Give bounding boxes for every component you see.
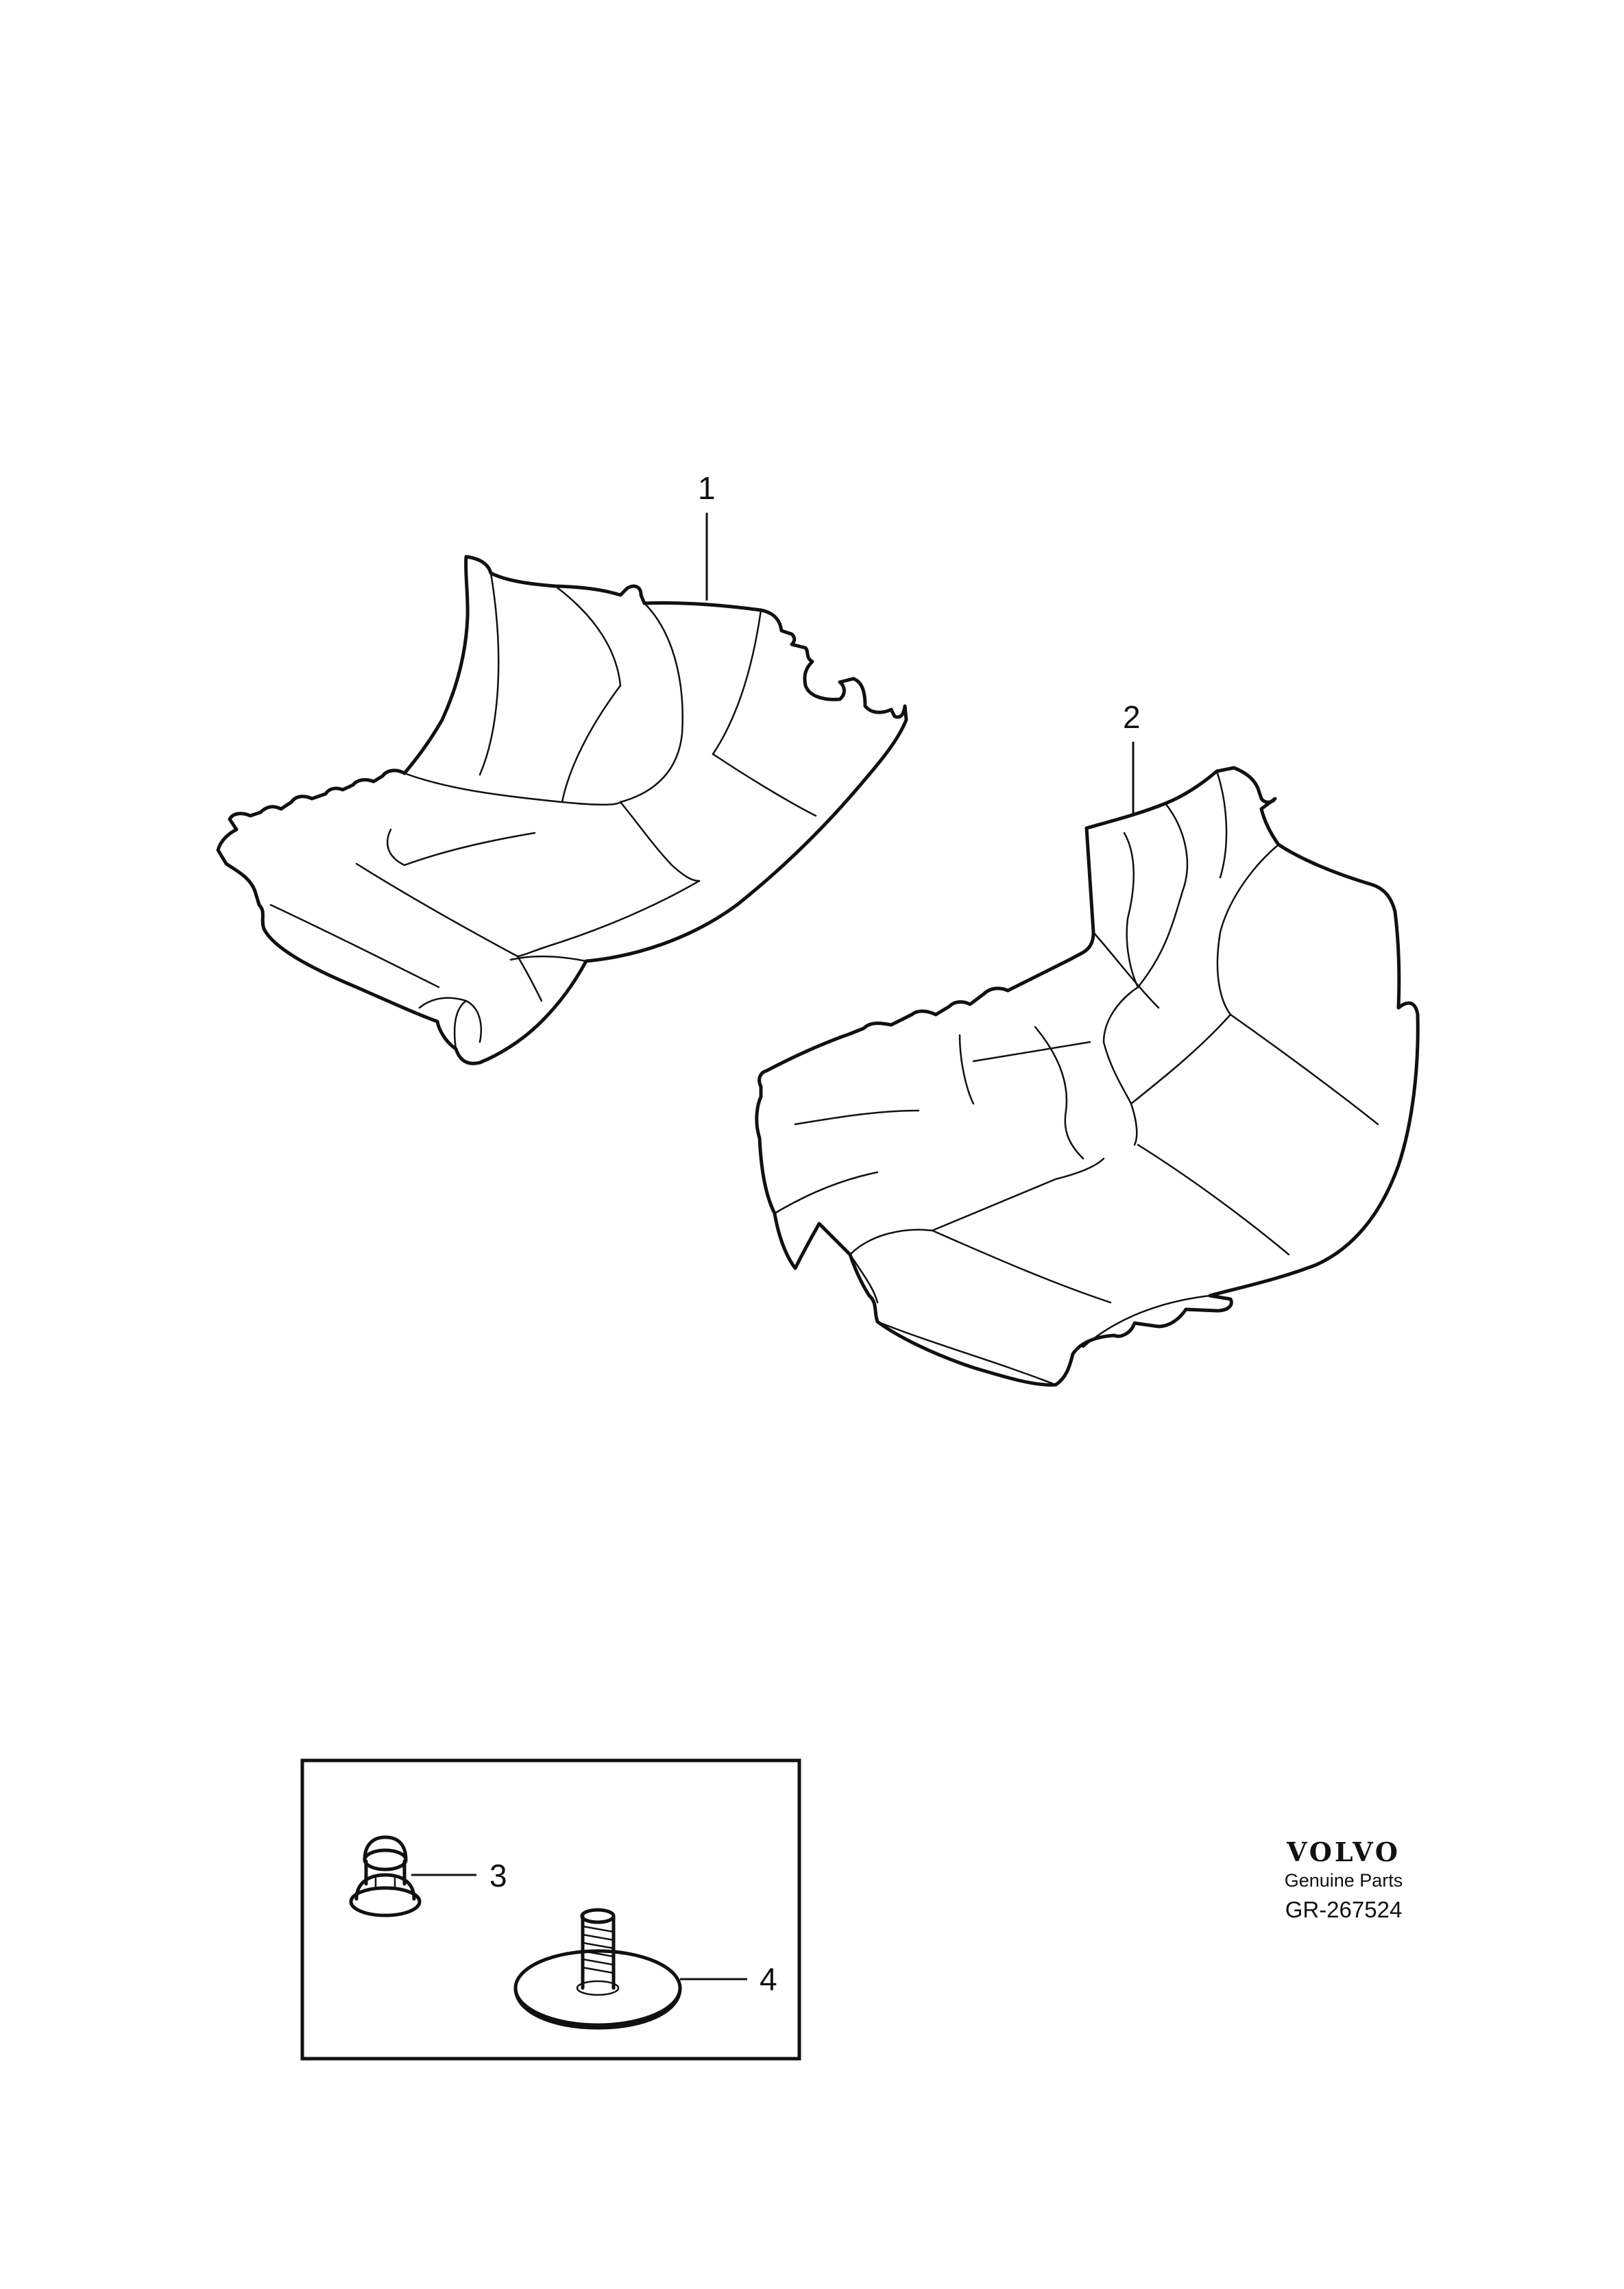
brand-logo: VOLVO bbox=[1286, 1837, 1401, 1867]
threaded-stud-icon bbox=[513, 1908, 682, 2030]
callout-4: 4 bbox=[760, 1961, 777, 1997]
front-floor-mat-icon bbox=[216, 555, 908, 1065]
rear-floor-mat-icon bbox=[755, 766, 1420, 1387]
brand-subtitle: Genuine Parts bbox=[1284, 1870, 1403, 1891]
callout-2: 2 bbox=[1123, 699, 1141, 735]
callout-3: 3 bbox=[489, 1858, 507, 1893]
callout-1: 1 bbox=[698, 470, 716, 506]
retainer-clip-icon bbox=[349, 1835, 422, 1917]
fasteners-detail-box bbox=[300, 1758, 801, 2061]
brand-block: VOLVO Genuine Parts GR-267524 bbox=[1248, 1837, 1440, 1925]
diagram-reference: GR-267524 bbox=[1285, 1897, 1403, 1922]
